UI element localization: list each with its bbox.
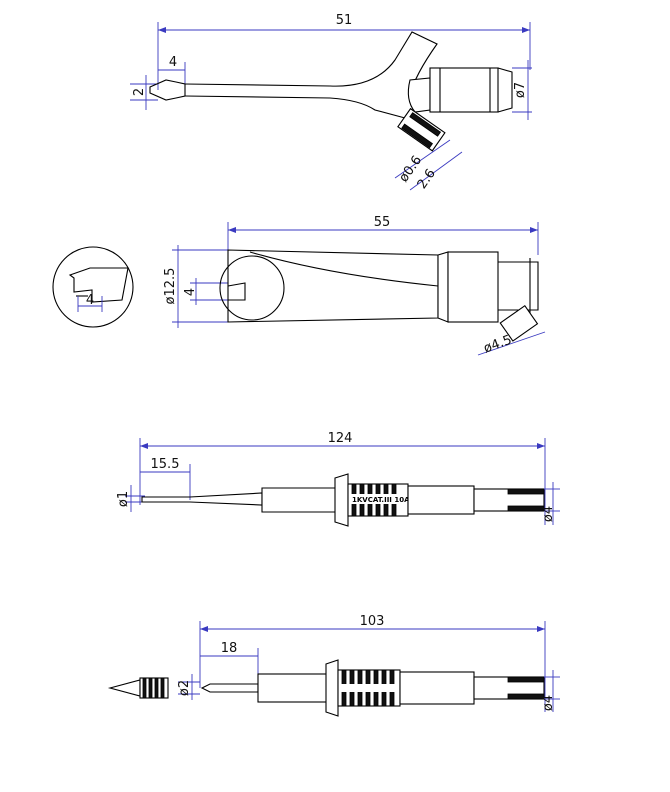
dim-short-length: 103 — [360, 614, 385, 629]
dim-clip-length: 55 — [374, 215, 391, 230]
dim-clip-diameter: ø12.5 — [163, 268, 178, 305]
dim-overall-length: 51 — [336, 13, 353, 28]
dim-tip-width: 2 — [132, 88, 147, 96]
dim-long-length: 124 — [328, 431, 353, 446]
view-test-probe-long: 124 15.5 ø1 1KVCAT.III 10A — [116, 431, 560, 527]
dim-tip-length: 4 — [169, 55, 177, 70]
dim-detail-jaw: 4 — [86, 293, 94, 308]
view-test-probe-short: 103 18 ø2 — [107, 614, 560, 717]
view-clip-probe: 4 55 ø12.5 4 ø4.5 — [52, 215, 546, 357]
dim-short-plug: ø4 — [541, 695, 556, 711]
dim-short-tip: 18 — [221, 641, 238, 656]
detail-circle — [52, 246, 134, 328]
dim-cable-diameter: ø4.5 — [482, 333, 514, 357]
probe-marking: 1KVCAT.III 10A — [352, 496, 410, 504]
view-hook-probe: 51 4 2 ø7 ø0. — [130, 13, 532, 192]
dim-long-tip: 15.5 — [151, 457, 180, 472]
dim-long-tip-dia: ø1 — [116, 491, 131, 507]
dim-short-tip-dia: ø2 — [177, 680, 192, 696]
probe-cap — [107, 679, 141, 697]
dim-clip-jaw: 4 — [183, 288, 198, 296]
dim-body-diameter: ø7 — [513, 82, 528, 98]
dim-long-plug: ø4 — [541, 506, 556, 522]
